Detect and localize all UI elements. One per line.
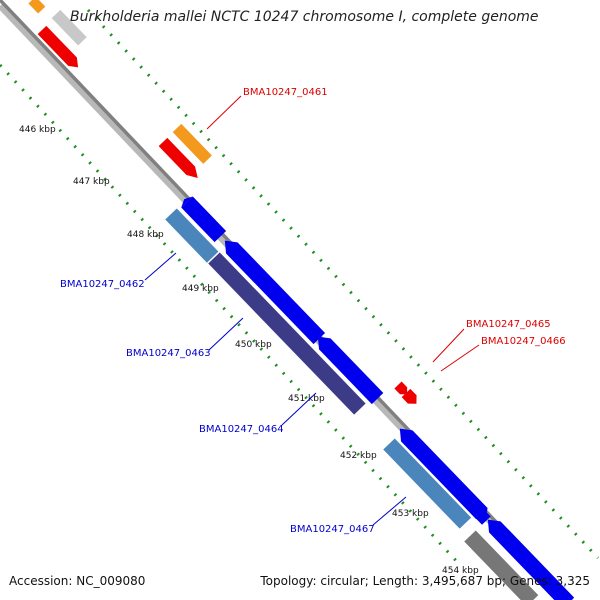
gene-feature-blue-b[interactable] (219, 235, 326, 345)
gene-feature-blue-f[interactable] (482, 514, 575, 600)
gene-label-0464[interactable]: BMA10247_0464 (199, 424, 284, 435)
gene-feature-slate-0463-0464[interactable] (208, 252, 366, 415)
accession-label: Accession: NC_009080 (9, 574, 146, 588)
gene-feature-orange-0461[interactable] (172, 123, 212, 164)
gene-label-leader (372, 496, 407, 526)
gene-feature-steel-0467[interactable] (383, 438, 472, 529)
gene-label-leader (281, 392, 317, 426)
gene-label-leader (206, 95, 242, 130)
tick-label: 450 kbp (235, 340, 272, 350)
gene-feature-red-top[interactable] (37, 25, 83, 72)
gene-label-0465[interactable]: BMA10247_0465 (466, 319, 551, 330)
tick-label: 453 kbp (392, 509, 429, 519)
tick-dotted-line-inner (0, 63, 462, 567)
tick-label: 447 kbp (73, 177, 110, 187)
gene-feature-red-0465[interactable] (394, 381, 410, 398)
gene-feature-blue-a[interactable] (178, 194, 227, 243)
gene-label-0462[interactable]: BMA10247_0462 (60, 279, 145, 290)
gene-feature-gray-top[interactable] (51, 9, 87, 46)
gene-feature-blue-c[interactable] (312, 331, 384, 405)
gene-feature-dark-gray[interactable] (464, 530, 539, 600)
gene-feature-orange-top[interactable] (28, 0, 46, 14)
gene-feature-blue-d[interactable] (394, 423, 492, 523)
tick-label: 451 kbp (288, 394, 325, 404)
tick-label: 446 kbp (19, 125, 56, 135)
gene-label-0463[interactable]: BMA10247_0463 (126, 348, 211, 359)
tick-label: 454 kbp (442, 566, 479, 576)
gene-label-0461[interactable]: BMA10247_0461 (243, 87, 328, 98)
tick-label: 448 kbp (127, 230, 164, 240)
gene-label-leader (440, 344, 480, 372)
genome-title: Burkholderia mallei NCTC 10247 chromosom… (70, 9, 539, 25)
gene-feature-red-0466[interactable] (401, 388, 421, 408)
tick-label: 452 kbp (340, 451, 377, 461)
gene-label-0467[interactable]: BMA10247_0467 (290, 524, 375, 535)
genome-stats-label: Topology: circular; Length: 3,495,687 bp… (260, 574, 590, 588)
gene-label-leader (144, 252, 177, 281)
gene-feature-blue-e[interactable] (471, 505, 491, 525)
gene-label-leader (432, 328, 465, 363)
gene-label-0466[interactable]: BMA10247_0466 (481, 336, 566, 347)
tick-dotted-line-outer (86, 8, 600, 560)
tick-label: 449 kbp (182, 284, 219, 294)
gene-label-leader (208, 317, 244, 351)
gene-feature-steel-0462[interactable] (165, 208, 219, 263)
gene-feature-red-0461[interactable] (158, 137, 202, 182)
